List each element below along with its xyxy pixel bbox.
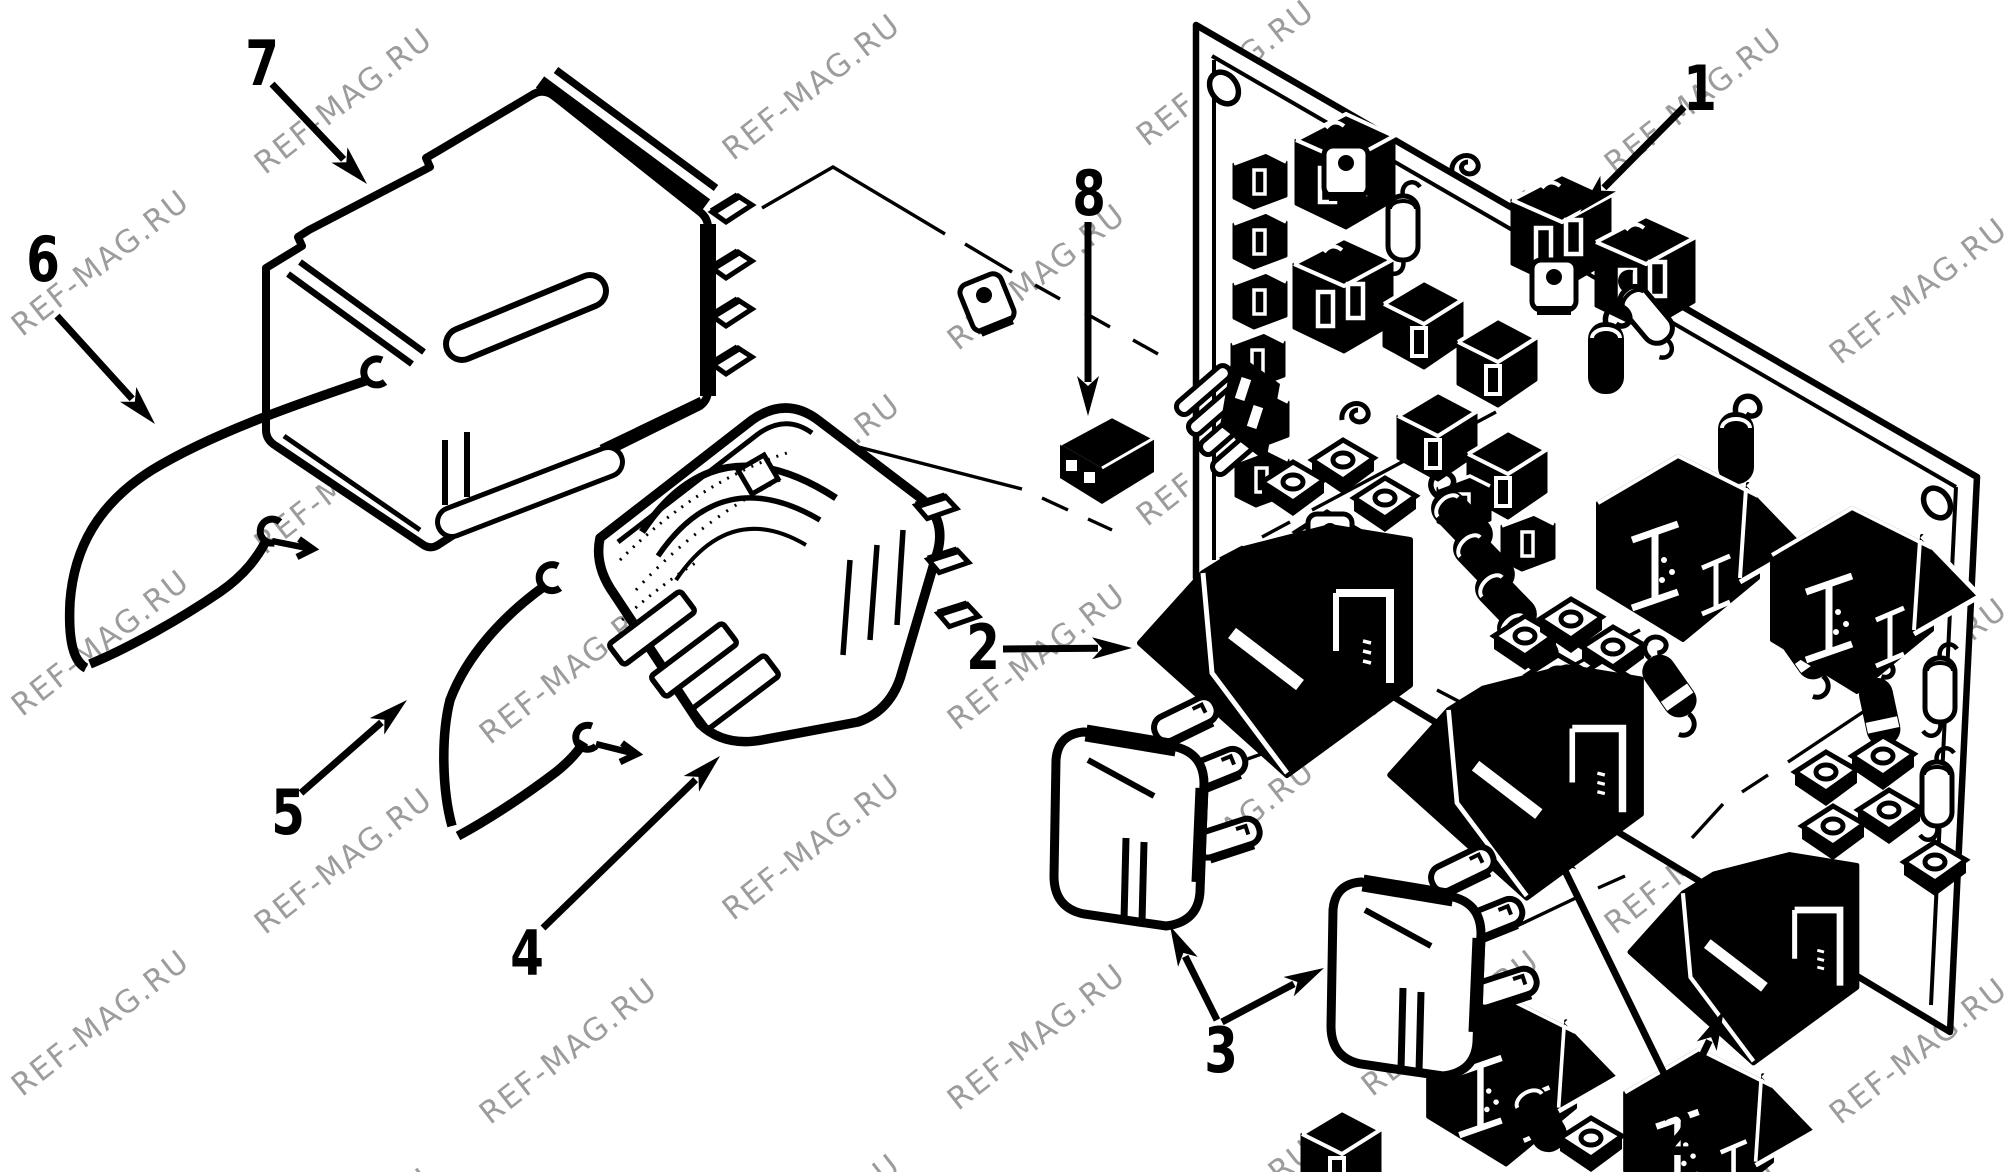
fuse-block: [1232, 210, 1288, 270]
callout-label-part-2-bottom: 2: [1661, 1098, 1695, 1170]
relay-block: [1300, 1108, 1382, 1172]
wire-curl: [1452, 156, 1478, 174]
fuse-block: [1232, 150, 1288, 210]
callout-arrowhead-3: [1170, 926, 1198, 967]
component-8-group: [1059, 350, 1280, 504]
fuse-block: [1232, 270, 1288, 330]
watermark-text: REF-MAG.RU: [716, 7, 908, 168]
callout-arrowhead-5: [369, 700, 407, 735]
board-screw-hole: [1206, 69, 1242, 107]
main-relay: [262, 66, 752, 552]
wire-5: [439, 581, 589, 841]
relay-socket: [1625, 1049, 1816, 1172]
aux-relay: [435, 403, 981, 747]
callout-label-part-4: 4: [510, 918, 544, 990]
callout-label-part-8: 8: [1072, 158, 1106, 230]
callout-arrowhead-6: [119, 386, 155, 424]
watermark-text: REF-MAG.RU: [473, 971, 665, 1132]
relay-terminal: [712, 252, 752, 278]
terminal: [1560, 1118, 1622, 1172]
callout-arrowhead-1: [1580, 175, 1616, 212]
callout-arrow-2: [1677, 1039, 1713, 1102]
callout-layer: 7 6 5 4 3 2 2 8 1: [26, 28, 1724, 1171]
watermark-text: REF-MAG.RU: [716, 1147, 908, 1172]
callout-arrowhead-2: [1549, 838, 1577, 879]
relay-terminal: [712, 348, 752, 374]
transistor: [1532, 260, 1576, 315]
callout-arrow-3: [1220, 980, 1296, 1026]
callout-arrow-2: [1002, 644, 1099, 653]
callout-arrow-6: [54, 313, 135, 402]
relay-terminal: [712, 300, 752, 326]
callout-arrow-1: [1601, 104, 1687, 191]
watermark-text: REF-MAG.RU: [1130, 1133, 1322, 1172]
wire-6: [64, 375, 370, 673]
board-screw-hole: [1920, 485, 1954, 521]
callout-arrowhead-3: [1283, 968, 1324, 997]
relay-wires: [64, 375, 644, 841]
callout-arrowhead-8: [1077, 376, 1099, 416]
watermark-text: REF-MAG.RU: [1823, 211, 2009, 372]
callout-label-part-1: 1: [1683, 53, 1717, 125]
callout-label-part-7: 7: [245, 28, 279, 100]
relay-terminal: [712, 196, 752, 222]
connector-4pin: [1173, 350, 1280, 477]
callout-arrow-7: [269, 81, 347, 162]
watermark-text: REF-MAG.RU: [941, 957, 1133, 1118]
callout-label-part-3: 3: [1204, 1015, 1238, 1087]
callout-arrowhead-4: [683, 756, 720, 792]
watermark-text: REF-MAG.RU: [5, 563, 197, 724]
watermark-text: REF-MAG.RU: [716, 767, 908, 928]
watermark-text: REF-MAG.RU: [5, 943, 197, 1104]
callout-arrowhead-7: [331, 147, 367, 184]
callout-arrowhead-2: [1091, 637, 1132, 660]
callout-arrowhead-2: [1696, 1010, 1724, 1051]
callout-arrow-4: [540, 777, 699, 931]
callout-arrow-3: [1182, 954, 1221, 1022]
watermark-text: REF-MAG.RU: [248, 1161, 440, 1172]
callout-label-part-2-left: 2: [966, 612, 1000, 684]
callout-label-part-6: 6: [26, 224, 60, 296]
transistor: [1324, 146, 1368, 201]
callout-arrow-2: [1560, 867, 1680, 1100]
callout-arrow-5: [298, 719, 384, 796]
fuse-block: [1500, 512, 1556, 572]
callout-label-part-5: 5: [271, 777, 305, 849]
